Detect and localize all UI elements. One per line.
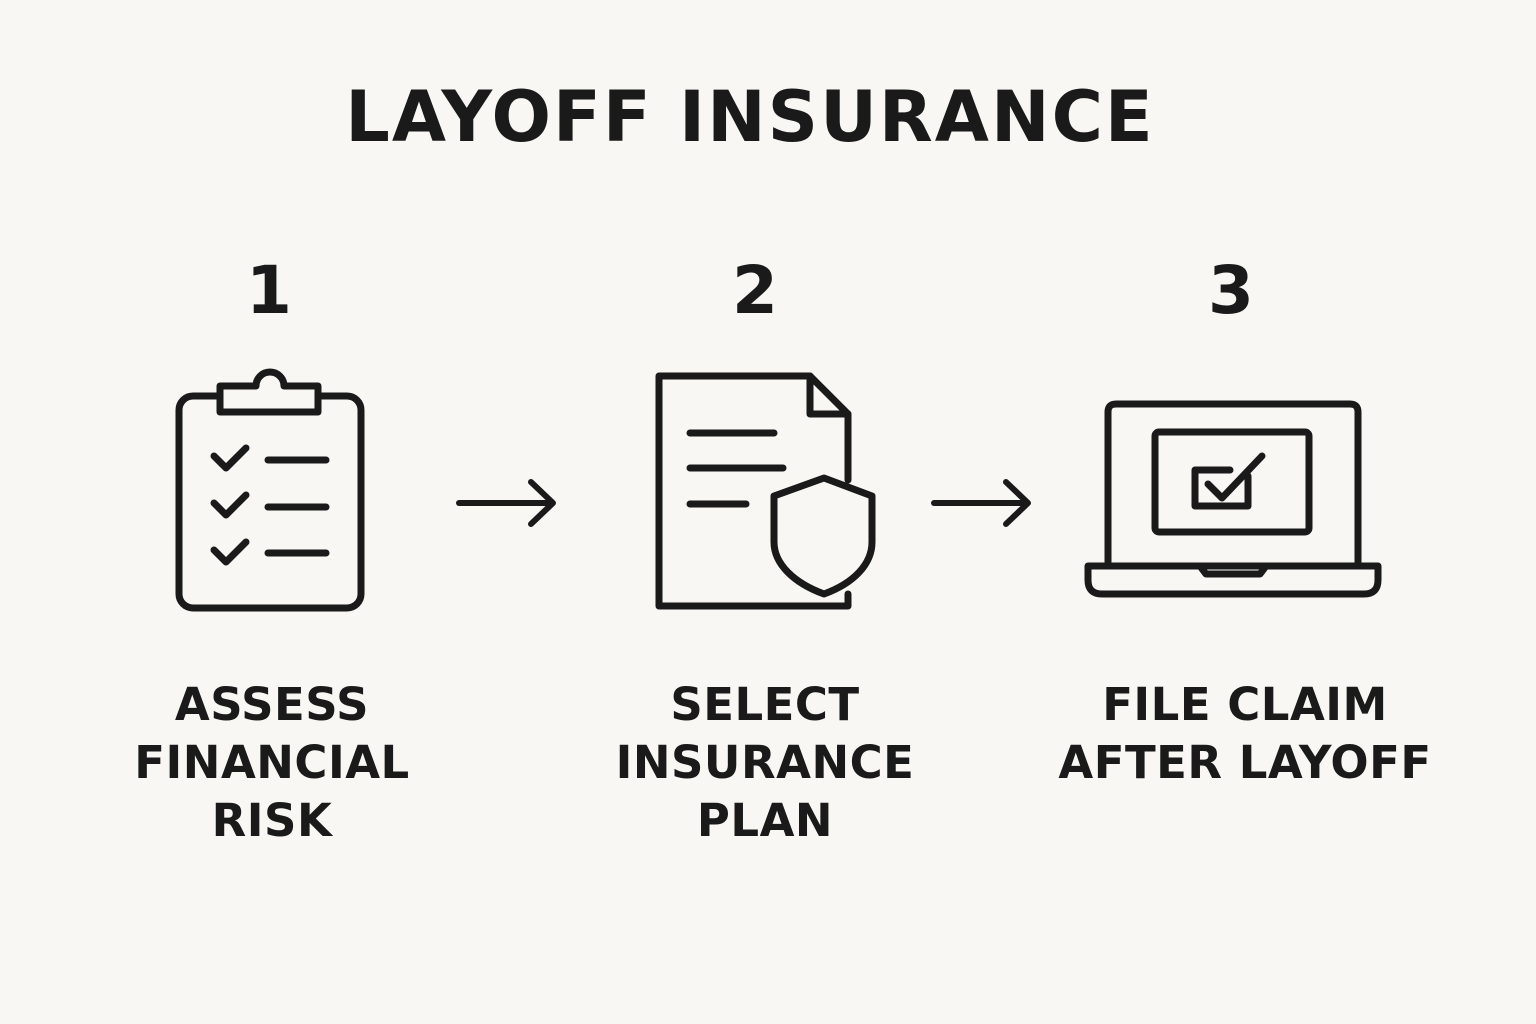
step-2-number: 2 (732, 252, 778, 329)
step-3-label-line: FILE CLAIM (1102, 678, 1388, 731)
clipboard-checklist-icon (170, 360, 370, 620)
step-3-label: FILE CLAIM AFTER LAYOFF (1045, 676, 1445, 792)
step-1-label: ASSESS FINANCIAL RISK (82, 676, 462, 850)
document-shield-icon (650, 368, 890, 618)
step-2-label-line: SELECT (670, 678, 860, 731)
step-1-label-line: RISK (211, 794, 333, 847)
diagram-title: LAYOFF INSURANCE (345, 76, 1155, 158)
step-3-number: 3 (1208, 252, 1254, 329)
step-2-label-line: INSURANCE (615, 736, 915, 789)
step-2-label-line: PLAN (696, 794, 834, 847)
step-1-label-line: ASSESS (174, 678, 370, 731)
laptop-checkbox-icon (1080, 396, 1386, 602)
arrow-right-icon (930, 478, 1035, 528)
step-1-number: 1 (246, 252, 292, 329)
step-2-label: SELECT INSURANCE PLAN (575, 676, 955, 850)
arrow-right-icon (455, 478, 560, 528)
step-1-label-line: FINANCIAL (134, 736, 410, 789)
step-3-label-line: AFTER LAYOFF (1058, 736, 1432, 789)
